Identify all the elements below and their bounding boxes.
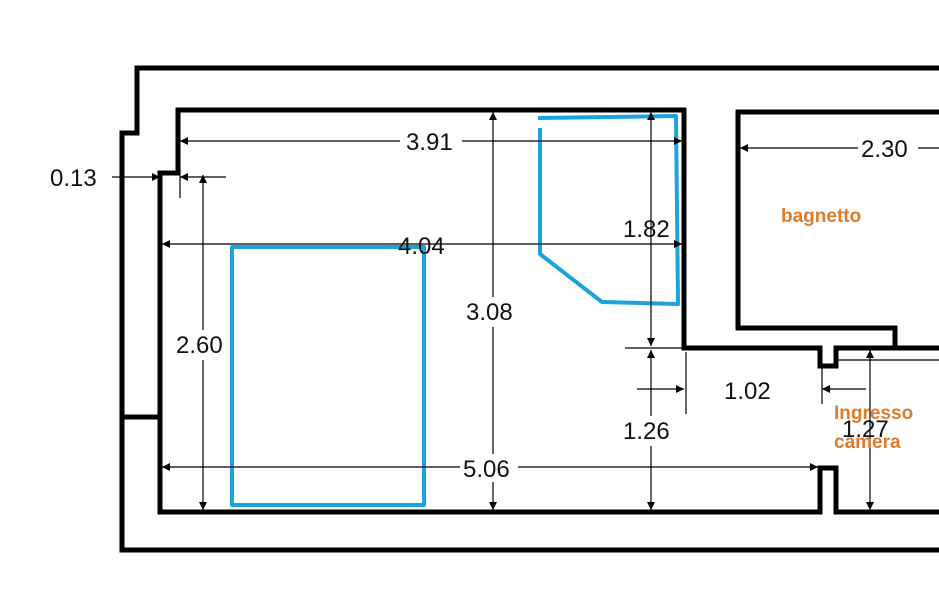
room-label-entrance-2: camera (834, 432, 901, 453)
label-corridor-depth: 1.26 (623, 418, 670, 445)
label-left-height: 2.60 (176, 332, 223, 359)
bed (230, 245, 426, 507)
label-bg (174, 330, 230, 360)
label-room-height: 3.08 (466, 299, 513, 326)
label-bg (48, 162, 106, 192)
label-bg (460, 454, 518, 482)
label-top-width: 3.91 (406, 129, 453, 156)
outer-wall (119, 65, 939, 553)
dimension-labels: 0.13 3.91 4.04 2.60 3.08 1.82 2.30 1.02 … (48, 127, 918, 483)
label-bg (620, 416, 678, 446)
label-wall-offset: 0.13 (50, 165, 97, 192)
wardrobe (537, 114, 680, 306)
room-wall-left (157, 140, 939, 515)
room-label-bathroom: bagnetto (781, 206, 861, 227)
label-entrance-width: 1.27 (842, 416, 889, 443)
label-corridor-width: 1.02 (724, 378, 771, 405)
label-bg (400, 127, 462, 157)
label-bg (858, 134, 918, 164)
label-bath-width: 2.30 (861, 136, 908, 163)
room-labels: bagnetto Ingresso camera (781, 206, 913, 453)
room-wall (175, 107, 939, 369)
furniture (230, 114, 680, 507)
walls (119, 65, 939, 553)
bathroom-wall (735, 109, 939, 348)
label-bg (464, 297, 522, 327)
label-middle-width: 4.04 (398, 233, 445, 260)
room-label-entrance: Ingresso (834, 403, 913, 424)
dimension-lines (112, 112, 939, 510)
label-bottom-width: 5.06 (463, 456, 510, 483)
label-wardrobe-height: 1.82 (623, 216, 670, 243)
